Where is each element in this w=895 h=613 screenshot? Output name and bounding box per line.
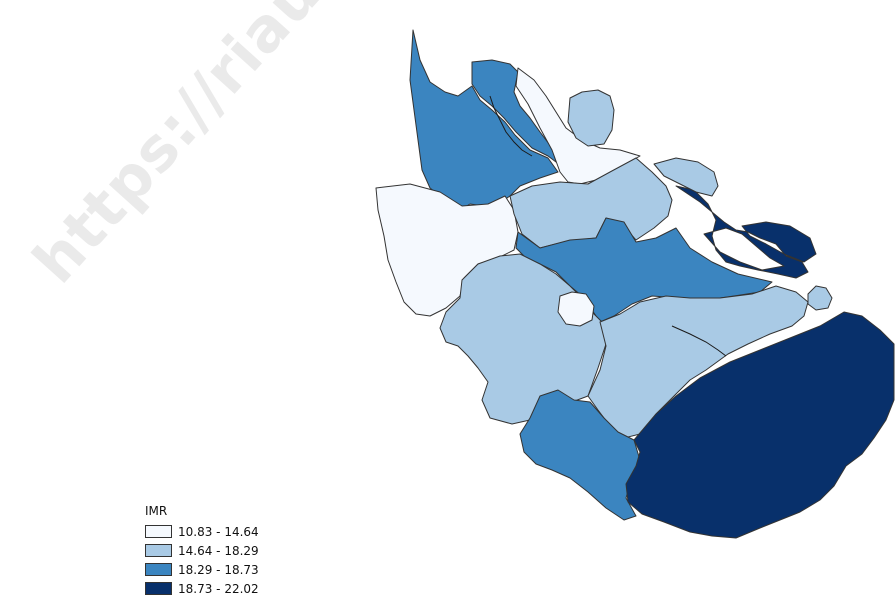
- region-small-island-north[interactable]: [567, 89, 615, 147]
- region-east-islet[interactable]: [807, 285, 833, 311]
- legend-item: 10.83 - 14.64: [145, 522, 259, 541]
- river-north: [489, 95, 533, 157]
- region-south[interactable]: [519, 389, 641, 521]
- legend-item: 18.29 - 18.73: [145, 560, 259, 579]
- map-legend: IMR 10.83 - 14.64 14.64 - 18.29 18.29 - 18…: [145, 504, 259, 598]
- legend-title: IMR: [145, 504, 168, 518]
- legend-swatch: [145, 525, 172, 538]
- legend-item: 18.73 - 22.02: [145, 579, 259, 598]
- region-city-enclave[interactable]: [557, 291, 595, 327]
- legend-item: 14.64 - 18.29: [145, 541, 259, 560]
- region-east-island-top[interactable]: [653, 157, 719, 197]
- legend-label: 10.83 - 14.64: [178, 524, 259, 539]
- legend-label: 18.73 - 22.02: [178, 581, 259, 596]
- legend-swatch: [145, 582, 172, 595]
- river-south-central: [671, 325, 727, 357]
- legend-swatch: [145, 563, 172, 576]
- legend-swatch: [145, 544, 172, 557]
- region-southeast[interactable]: [625, 311, 895, 539]
- legend-label: 18.29 - 18.73: [178, 562, 259, 577]
- region-east-islands[interactable]: [675, 185, 817, 279]
- region-northwest[interactable]: [409, 29, 559, 211]
- legend-label: 14.64 - 18.29: [178, 543, 259, 558]
